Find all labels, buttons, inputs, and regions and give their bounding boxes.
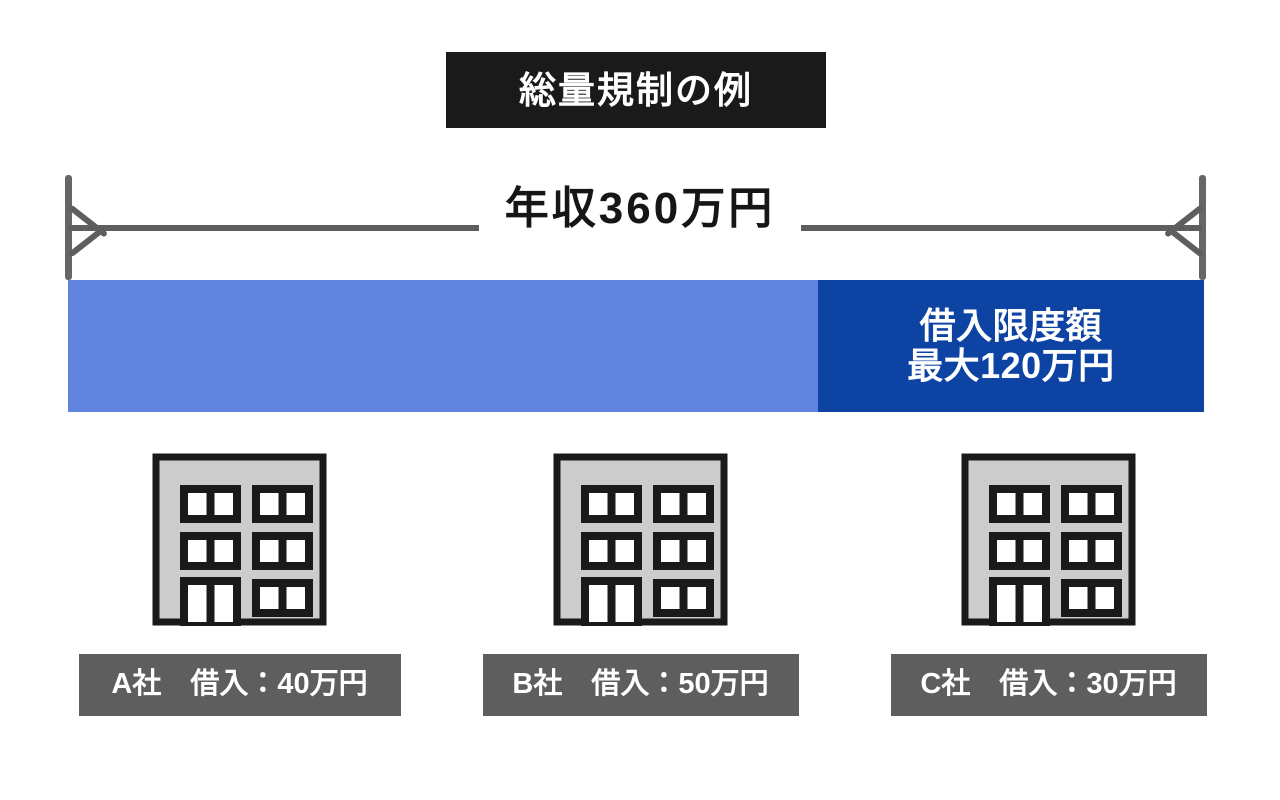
company-card-c: C社 借入：30万円 — [890, 453, 1207, 716]
office-building-icon — [961, 453, 1136, 626]
company-label-b: B社 借入：50万円 — [482, 654, 799, 716]
office-building-icon — [553, 453, 728, 626]
income-scale-left-tick — [65, 175, 72, 280]
company-card-b: B社 借入：50万円 — [482, 453, 799, 716]
office-building-icon — [152, 453, 327, 626]
arrow-head-left-icon — [68, 204, 109, 238]
arrow-head-left-icon — [68, 224, 109, 258]
arrow-head-right-icon — [1163, 204, 1204, 238]
annual-income-label: 年収360万円 — [478, 184, 802, 233]
income-bar: 借入限度額 最大120万円 — [68, 280, 1204, 412]
title-banner: 総量規制の例 — [446, 52, 826, 128]
double-arrow-line — [68, 225, 1202, 231]
borrowing-limit-segment: 借入限度額 最大120万円 — [817, 280, 1204, 412]
annual-income-label-wrap: 年収360万円 — [0, 184, 1280, 233]
borrowing-limit-title: 借入限度額 — [919, 304, 1103, 346]
company-card-a: A社 借入：40万円 — [78, 453, 401, 716]
company-label-c: C社 借入：30万円 — [890, 654, 1207, 716]
page-title: 総量規制の例 — [519, 69, 753, 111]
arrow-head-right-icon — [1163, 224, 1204, 258]
income-bar-base-segment — [68, 280, 818, 412]
company-label-a: A社 借入：40万円 — [78, 654, 401, 716]
income-scale-right-tick — [1199, 175, 1206, 280]
borrowing-limit-amount: 最大120万円 — [907, 345, 1115, 386]
